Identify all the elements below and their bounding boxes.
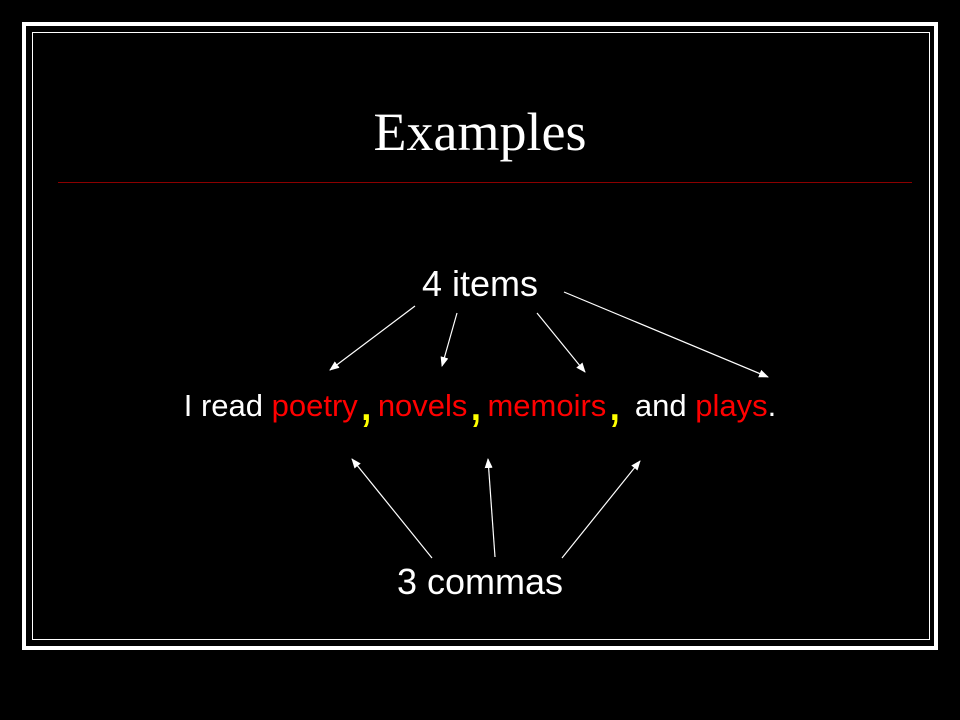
item-memoirs: memoirs: [487, 388, 607, 423]
comma-1: ,: [358, 372, 374, 432]
slide-outer-border: [22, 22, 938, 650]
slide-inner-border: [32, 32, 930, 640]
example-sentence: I read poetry,novels,memoirs, and plays.: [0, 372, 960, 432]
title-divider: [58, 182, 912, 183]
comma-2: ,: [468, 372, 484, 432]
sentence-period: .: [767, 388, 777, 423]
item-poetry: poetry: [271, 388, 358, 423]
sentence-prefix: I read: [183, 388, 272, 423]
item-novels: novels: [377, 388, 468, 423]
slide-title: Examples: [373, 102, 587, 162]
comma-3: ,: [607, 372, 623, 432]
items-label: 4 items: [421, 263, 539, 304]
sentence-conjunction: and: [626, 388, 696, 423]
commas-label: 3 commas: [396, 561, 564, 602]
item-plays: plays: [695, 388, 768, 423]
